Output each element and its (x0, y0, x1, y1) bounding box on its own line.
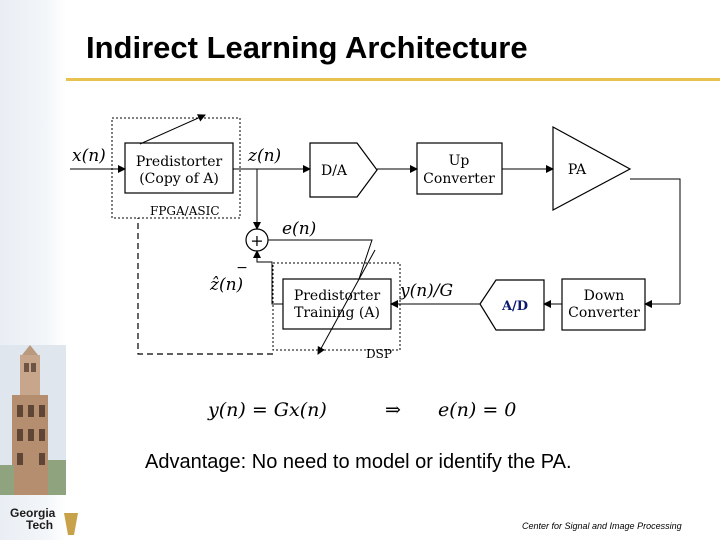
label-xn: x(n) (72, 146, 106, 166)
architecture-diagram: Predistorter (Copy of A) FPGA/ASIC D/A U… (70, 114, 681, 421)
training-to-sum-line (253, 250, 283, 305)
pa-block (552, 125, 632, 211)
upconv-label-1: Up (449, 153, 470, 169)
sum-minus-sign: − (236, 260, 248, 276)
label-zhat: ẑ(n) (209, 275, 243, 295)
downconv-label-2: Converter (568, 305, 640, 321)
training-label-1: Predistorter (294, 288, 381, 304)
label-yG: y(n)/G (399, 281, 453, 301)
downconv-block (561, 278, 646, 331)
predistorter-adapt-arrow (139, 114, 206, 145)
slide-title: Indirect Learning Architecture (86, 30, 528, 65)
ad-label: A/D (501, 299, 528, 314)
coefficient-copy-line (137, 218, 273, 355)
predistorter-label-2: (Copy of A) (139, 171, 219, 187)
footer-text: Center for Signal and Image Processing (522, 521, 682, 531)
fpga-region (111, 117, 241, 219)
pa-label: PA (568, 162, 587, 178)
logo-line-1: Georgia (10, 506, 56, 520)
downconv-label-1: Down (584, 288, 625, 304)
dsp-region (272, 262, 401, 351)
training-label-2: Training (A) (294, 305, 380, 321)
campus-tower-image (0, 345, 66, 495)
equation-lhs: y(n) = Gx(n) (207, 399, 327, 421)
logo-mark-icon (64, 513, 78, 535)
fpga-label: FPGA/ASIC (150, 204, 220, 218)
upconv-label-2: Converter (423, 171, 495, 187)
title-underline (66, 78, 720, 81)
da-block (309, 142, 378, 198)
pa-output-feedback (630, 178, 681, 304)
predistorter-block (124, 142, 234, 194)
logo-line-2: Tech (26, 518, 54, 532)
training-block (282, 278, 392, 330)
label-zn: z(n) (247, 146, 281, 166)
predistorter-label-1: Predistorter (136, 154, 223, 170)
error-to-training-line (268, 239, 373, 280)
advantage-text: Advantage: No need to model or identify … (145, 451, 572, 473)
upconv-block (416, 142, 503, 195)
equation-arrow: ⇒ (385, 399, 401, 421)
sum-plus-sign: + (250, 231, 263, 250)
dsp-label: DSP (366, 347, 392, 361)
georgia-tech-logo: Georgia Tech (4, 505, 78, 539)
training-adapt-arrow (317, 249, 376, 355)
equation-rhs: e(n) = 0 (438, 399, 516, 421)
da-label: D/A (321, 163, 348, 179)
label-en: e(n) (282, 219, 316, 239)
